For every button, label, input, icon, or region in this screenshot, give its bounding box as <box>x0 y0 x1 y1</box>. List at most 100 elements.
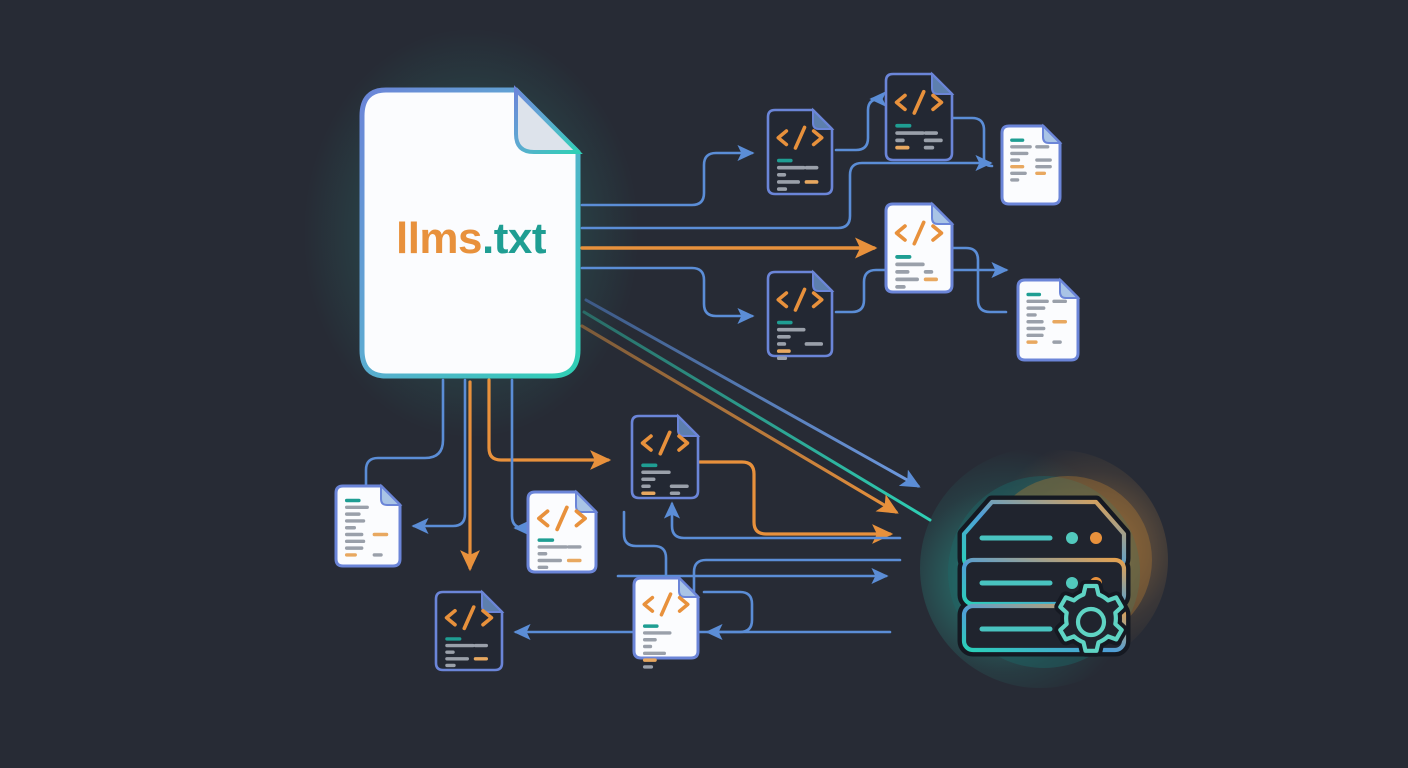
file-text-line <box>1035 145 1049 148</box>
file-text-line <box>345 506 369 509</box>
link-src-diag-orange <box>582 326 896 512</box>
code-file-center[interactable] <box>632 416 698 498</box>
file-text-line <box>805 180 819 184</box>
file-text-line <box>1010 158 1020 161</box>
file-text-line <box>474 644 488 647</box>
file-fold <box>1060 280 1078 298</box>
file-text-line <box>643 665 653 668</box>
file-text-line <box>895 139 905 143</box>
file-text-line <box>643 624 659 627</box>
file-text-line <box>895 263 924 267</box>
file-text-line <box>538 566 549 569</box>
link-codetop2-joiner <box>952 118 992 166</box>
file-text-line <box>345 540 365 543</box>
doc-file-bl[interactable] <box>336 486 400 566</box>
file-text-line <box>643 638 657 641</box>
file-text-line <box>1026 293 1041 296</box>
file-text-line <box>538 559 562 562</box>
file-text-line <box>924 139 943 143</box>
server-stack-gear[interactable] <box>964 502 1124 651</box>
code-file-bl[interactable] <box>528 492 596 572</box>
file-text-line <box>1010 165 1024 168</box>
file-text-line <box>777 173 786 177</box>
code-file-low[interactable] <box>768 272 832 360</box>
file-text-line <box>670 491 680 495</box>
file-text-line <box>805 342 823 346</box>
file-text-line <box>373 553 383 556</box>
link-codebottom2-riser <box>624 512 666 578</box>
file-text-line <box>567 559 582 562</box>
file-fold <box>813 272 832 291</box>
file-text-line <box>345 499 361 502</box>
file-fold <box>576 492 596 512</box>
doc-file-right-2[interactable] <box>1018 280 1078 360</box>
file-text-line <box>1010 152 1028 155</box>
file-text-line <box>1010 138 1024 141</box>
link-server-row-2 <box>694 560 900 596</box>
link-codetop1-to-codetop2 <box>836 99 880 150</box>
file-text-line <box>895 146 909 150</box>
file-text-line <box>641 478 655 482</box>
file-text-line <box>345 546 363 549</box>
file-text-line <box>777 349 791 353</box>
file-text-line <box>641 484 651 488</box>
file-text-line <box>445 651 455 654</box>
file-fold <box>813 110 832 129</box>
code-file-bottom1[interactable] <box>436 592 502 670</box>
file-text-line <box>641 464 657 468</box>
file-text-line <box>445 637 461 640</box>
file-text-line <box>1026 306 1045 309</box>
file-text-line <box>777 342 786 346</box>
file-text-line <box>777 321 793 325</box>
file-fold <box>482 592 502 612</box>
file-text-line <box>895 255 911 259</box>
file-text-line <box>1026 313 1036 316</box>
file-text-line <box>643 631 672 634</box>
code-file-top-1[interactable] <box>768 110 832 194</box>
file-text-line <box>924 131 938 135</box>
file-text-line <box>641 471 670 475</box>
llms-txt-label: llms.txt <box>362 214 580 264</box>
file-text-line <box>924 270 934 274</box>
file-text-line <box>924 277 938 281</box>
file-text-line <box>345 533 363 536</box>
file-text-line <box>777 166 806 170</box>
file-text-line <box>1052 300 1067 303</box>
file-text-line <box>445 657 469 660</box>
file-text-line <box>1026 300 1048 303</box>
file-text-line <box>538 538 555 541</box>
link-codemid-riser <box>952 248 1006 312</box>
file-text-line <box>345 519 365 522</box>
file-text-line <box>1035 158 1052 161</box>
file-text-line <box>1052 340 1062 343</box>
file-text-line <box>643 658 657 661</box>
file-fold <box>932 204 952 224</box>
file-fold <box>932 74 952 94</box>
file-text-line <box>777 356 787 360</box>
llms-txt-label-secondary: .txt <box>482 214 546 263</box>
file-text-line <box>445 664 455 667</box>
file-text-line <box>777 159 793 163</box>
file-text-line <box>895 277 919 281</box>
doc-file-right-1[interactable] <box>1002 126 1060 204</box>
file-text-line <box>345 526 356 529</box>
code-file-top-2[interactable] <box>886 74 952 160</box>
server-led-teal-1 <box>1066 532 1078 544</box>
file-text-line <box>670 484 689 488</box>
file-text-line <box>777 187 787 191</box>
file-fold <box>381 486 400 505</box>
code-file-mid[interactable] <box>886 204 952 292</box>
file-text-line <box>373 533 389 536</box>
file-text-line <box>895 285 905 289</box>
file-text-line <box>1010 178 1019 181</box>
file-text-line <box>1010 172 1027 175</box>
code-file-bottom2[interactable] <box>634 578 698 669</box>
gear-icon <box>1060 586 1121 651</box>
llms-txt-label-primary: llms <box>396 214 482 263</box>
file-text-line <box>895 124 911 128</box>
file-text-line <box>643 645 652 648</box>
file-text-line <box>1026 340 1037 343</box>
file-fold <box>1043 126 1060 143</box>
